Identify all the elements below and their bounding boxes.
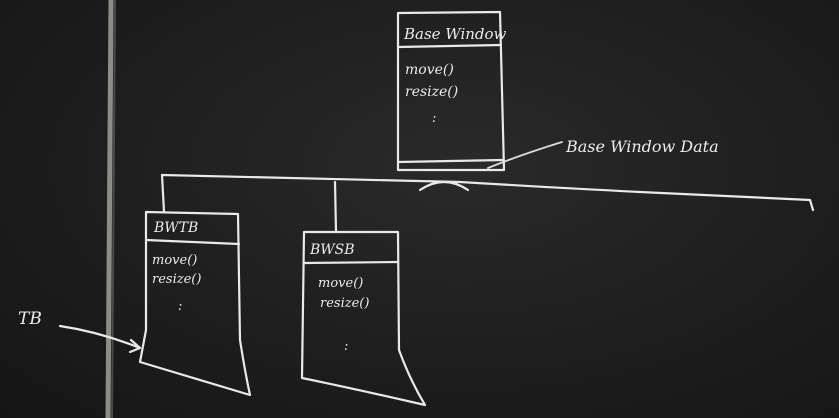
class-title-bwtb: BWTB xyxy=(153,220,198,236)
class-box-base-window: Base Window move() resize() : xyxy=(396,10,507,172)
method-move: move() xyxy=(318,276,363,291)
method-move: move() xyxy=(152,253,197,268)
inheritance-connector xyxy=(160,173,815,234)
method-resize: resize() xyxy=(152,272,201,287)
method-ellipsis: : xyxy=(344,339,348,354)
method-ellipsis: : xyxy=(432,111,436,126)
pointer-arrow xyxy=(58,324,142,354)
data-label: Base Window Data xyxy=(565,137,719,156)
method-move: move() xyxy=(405,62,454,78)
class-title-bwsb: BWSB xyxy=(309,242,355,258)
board-divider xyxy=(105,0,116,418)
class-box-bwsb: BWSB move() resize() : xyxy=(300,230,427,407)
class-title-base-window: Base Window xyxy=(403,25,507,43)
data-pointer-line xyxy=(487,141,563,169)
class-box-bwtb: BWTB move() resize() : xyxy=(138,210,252,397)
method-ellipsis: : xyxy=(178,299,182,314)
pointer-label: TB xyxy=(18,309,42,329)
method-resize: resize() xyxy=(405,84,458,100)
method-resize: resize() xyxy=(320,296,369,311)
